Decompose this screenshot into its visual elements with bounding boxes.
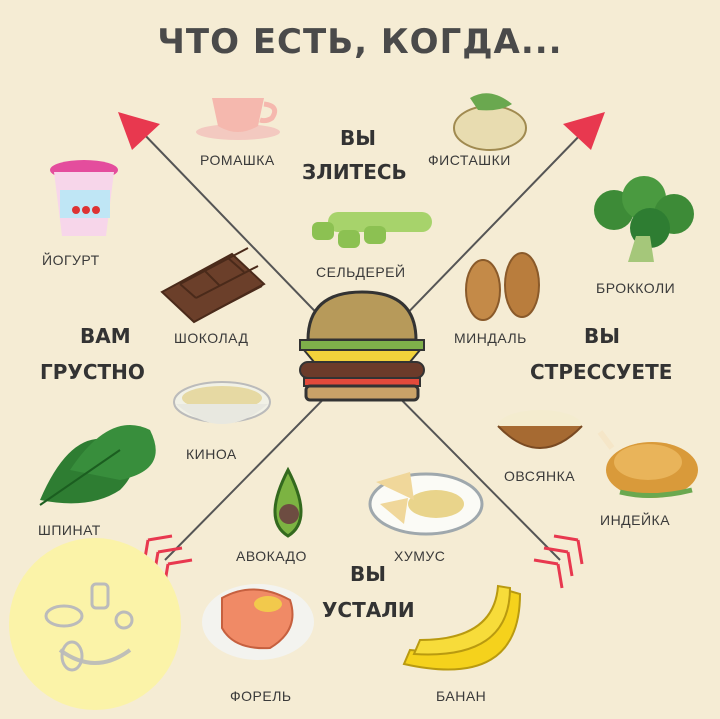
spinach-icon [39, 425, 156, 506]
trout-steak-icon [202, 584, 314, 660]
pistachio-icon [453, 93, 527, 151]
food-label-celery: СЕЛЬДЕРЕЙ [316, 264, 406, 280]
banana-icon [402, 584, 522, 671]
food-label-avocado: АВОКАДО [236, 548, 307, 564]
chocolate-icon [160, 247, 266, 324]
food-label-chocolate: ШОКОЛАД [174, 330, 249, 346]
oatmeal-bowl-icon [497, 410, 583, 449]
food-label-oatmeal: ОВСЯНКА [504, 468, 576, 484]
avocado-icon [273, 466, 303, 538]
almond-icon [465, 252, 540, 321]
mood-sad-line2: ГРУСТНО [40, 360, 145, 384]
food-label-pistachios: ФИСТАШКИ [428, 152, 511, 168]
food-label-spinach: ШПИНАТ [38, 522, 101, 538]
mood-angry-line1: ВЫ [340, 126, 376, 150]
food-label-almonds: МИНДАЛЬ [454, 330, 527, 346]
hummus-plate-icon [368, 472, 484, 536]
mood-sad-line1: ВАМ [80, 324, 131, 348]
mood-tired-line2: УСТАЛИ [322, 598, 415, 622]
food-label-banana: БАНАН [436, 688, 487, 704]
food-label-hummus: ХУМУС [394, 548, 446, 564]
roast-turkey-icon [597, 430, 698, 499]
tea-cup-icon [196, 98, 280, 140]
burger-icon [299, 290, 425, 402]
food-label-quinoa: КИНОА [186, 446, 237, 462]
mood-angry-line2: ЗЛИТЕСЬ [302, 160, 407, 184]
mood-stressed-line1: ВЫ [584, 324, 620, 348]
page-title: ЧТО ЕСТЬ, КОГДА... [157, 22, 563, 62]
food-label-broccoli: БРОККОЛИ [596, 280, 676, 296]
broccoli-icon [594, 176, 694, 262]
celery-icon [312, 212, 432, 248]
food-label-trout: ФОРЕЛЬ [230, 688, 292, 704]
mood-tired-line1: ВЫ [350, 562, 386, 586]
food-label-chamomile: РОМАШКА [200, 152, 275, 168]
mood-stressed-line2: СТРЕССУЕТЕ [530, 360, 673, 384]
yogurt-icon [50, 160, 118, 236]
quinoa-bowl-icon [173, 381, 271, 424]
food-label-turkey: ИНДЕЙКА [600, 512, 671, 528]
logo-badge [9, 538, 181, 710]
food-label-yogurt: ЙОГУРТ [42, 252, 100, 268]
